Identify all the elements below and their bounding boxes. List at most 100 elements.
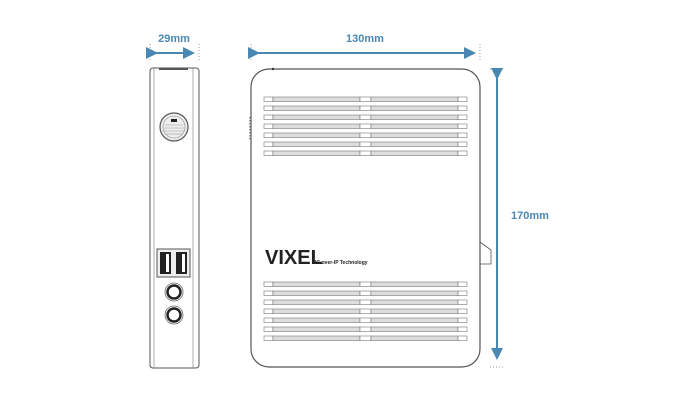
- vent-slot: [457, 96, 468, 102]
- vent-slot: [263, 123, 274, 129]
- vent-slot: [359, 114, 372, 120]
- vent-slot: [359, 281, 372, 287]
- vent-slot: [272, 335, 361, 341]
- vent-slot: [457, 141, 468, 147]
- vent-slot-row: [263, 141, 468, 147]
- side-view: [149, 67, 200, 369]
- vent-slot: [370, 308, 459, 314]
- vent-slot: [359, 290, 372, 296]
- vent-slot: [263, 299, 274, 305]
- vent-slot: [359, 123, 372, 129]
- vent-slot: [263, 317, 274, 323]
- vent-slot: [370, 114, 459, 120]
- vent-slot: [272, 96, 361, 102]
- vent-slot: [457, 326, 468, 332]
- vent-slot: [359, 132, 372, 138]
- vent-slot: [457, 308, 468, 314]
- width-dimension: 130mm: [248, 33, 481, 62]
- vent-slot: [457, 317, 468, 323]
- fan-icon: [159, 112, 189, 142]
- vent-slot: [263, 308, 274, 314]
- width-label: 130mm: [346, 33, 384, 45]
- vent-slot: [263, 96, 274, 102]
- vent-slot: [263, 150, 274, 156]
- vent-slot: [359, 335, 372, 341]
- vent-slot: [457, 150, 468, 156]
- vent-slot: [263, 105, 274, 111]
- vent-slot: [359, 96, 372, 102]
- vent-slot-row: [263, 132, 468, 138]
- vent-slot: [457, 132, 468, 138]
- vent-group-top: [263, 96, 468, 156]
- vent-slot-row: [263, 290, 468, 296]
- vent-slot: [457, 105, 468, 111]
- vent-slot: [370, 317, 459, 323]
- vent-slot: [370, 281, 459, 287]
- vent-slot: [370, 290, 459, 296]
- vent-slot: [272, 281, 361, 287]
- vent-slot: [263, 141, 274, 147]
- vent-group-bottom: [263, 281, 468, 341]
- vent-slot: [359, 299, 372, 305]
- audio-jack-icon: [164, 282, 184, 302]
- side-tab: [479, 241, 492, 265]
- vent-slot: [457, 335, 468, 341]
- vent-slot-row: [263, 299, 468, 305]
- vent-slot: [457, 281, 468, 287]
- vent-slot: [370, 96, 459, 102]
- vent-slot-row: [263, 326, 468, 332]
- vent-slot: [272, 308, 361, 314]
- vent-slot: [359, 326, 372, 332]
- brand-logo: VIXEL: [265, 247, 323, 269]
- vent-slot-row: [263, 123, 468, 129]
- vent-slot-row: [263, 105, 468, 111]
- depth-dimension: 29mm: [146, 33, 200, 62]
- vent-slot: [263, 290, 274, 296]
- vent-slot: [370, 141, 459, 147]
- vent-slot-row: [263, 114, 468, 120]
- vent-slot: [359, 308, 372, 314]
- vent-slot: [272, 141, 361, 147]
- height-dimension: 170mm: [490, 68, 549, 368]
- vent-slot: [457, 290, 468, 296]
- vent-slot: [272, 317, 361, 323]
- vent-slot: [457, 299, 468, 305]
- vent-slot-row: [263, 335, 468, 341]
- vent-slot-row: [263, 317, 468, 323]
- vent-slot: [457, 123, 468, 129]
- vent-slot: [359, 141, 372, 147]
- vent-slot: [370, 299, 459, 305]
- vent-slot: [263, 335, 274, 341]
- front-view: VIXEL PC-over-IP Technology: [249, 67, 492, 368]
- vent-slot-row: [263, 281, 468, 287]
- vent-slot: [370, 150, 459, 156]
- vent-slot: [359, 105, 372, 111]
- vent-slot: [272, 114, 361, 120]
- vent-slot-row: [263, 150, 468, 156]
- vent-slot-row: [263, 96, 468, 102]
- vent-slot: [263, 114, 274, 120]
- vent-slot: [272, 290, 361, 296]
- vent-slot: [272, 132, 361, 138]
- usb-ports-icon: [156, 248, 191, 278]
- audio-jack-icon: [164, 305, 184, 325]
- vent-slot: [457, 114, 468, 120]
- vent-slot: [370, 123, 459, 129]
- vent-slot-row: [263, 308, 468, 314]
- vent-slot: [263, 326, 274, 332]
- height-label: 170mm: [511, 210, 549, 222]
- vent-slot: [263, 132, 274, 138]
- vent-slot: [272, 299, 361, 305]
- vent-slot: [370, 105, 459, 111]
- brand-tagline: PC-over-IP Technology: [313, 260, 368, 266]
- vent-slot: [272, 150, 361, 156]
- vent-slot: [359, 150, 372, 156]
- depth-label: 29mm: [158, 33, 190, 45]
- vent-slot: [370, 132, 459, 138]
- vent-slot: [359, 317, 372, 323]
- vent-slot: [272, 105, 361, 111]
- vent-slot: [263, 281, 274, 287]
- vent-slot: [370, 335, 459, 341]
- vent-slot: [272, 326, 361, 332]
